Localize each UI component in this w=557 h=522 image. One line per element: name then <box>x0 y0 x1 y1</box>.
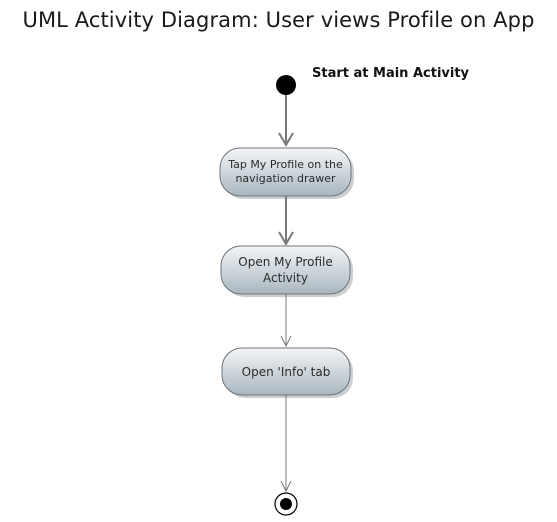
edge-tap-profile-to-open-profile <box>278 196 294 246</box>
start-note: Start at Main Activity <box>312 66 470 81</box>
activity-open-info-tab-label: Open 'Info' tab <box>242 365 331 379</box>
activity-tap-my-profile: Tap My Profile on the navigation drawer <box>219 147 354 199</box>
diagram-title: UML Activity Diagram: User views Profile… <box>22 8 535 32</box>
edge-open-info-to-end <box>280 395 292 493</box>
activity-open-my-profile-line-1: Open My Profile <box>238 255 332 269</box>
edge-start-to-tap-profile <box>278 95 294 147</box>
end-node <box>274 492 298 516</box>
start-node <box>276 75 296 95</box>
activity-open-my-profile-line-2: Activity <box>263 271 308 285</box>
activity-open-my-profile: Open My Profile Activity <box>220 245 353 297</box>
activity-open-info-tab: Open 'Info' tab <box>221 347 353 398</box>
activity-tap-my-profile-line-2: navigation drawer <box>235 172 336 185</box>
edge-open-profile-to-open-info <box>280 294 292 348</box>
activity-tap-my-profile-line-1: Tap My Profile on the <box>227 158 343 171</box>
